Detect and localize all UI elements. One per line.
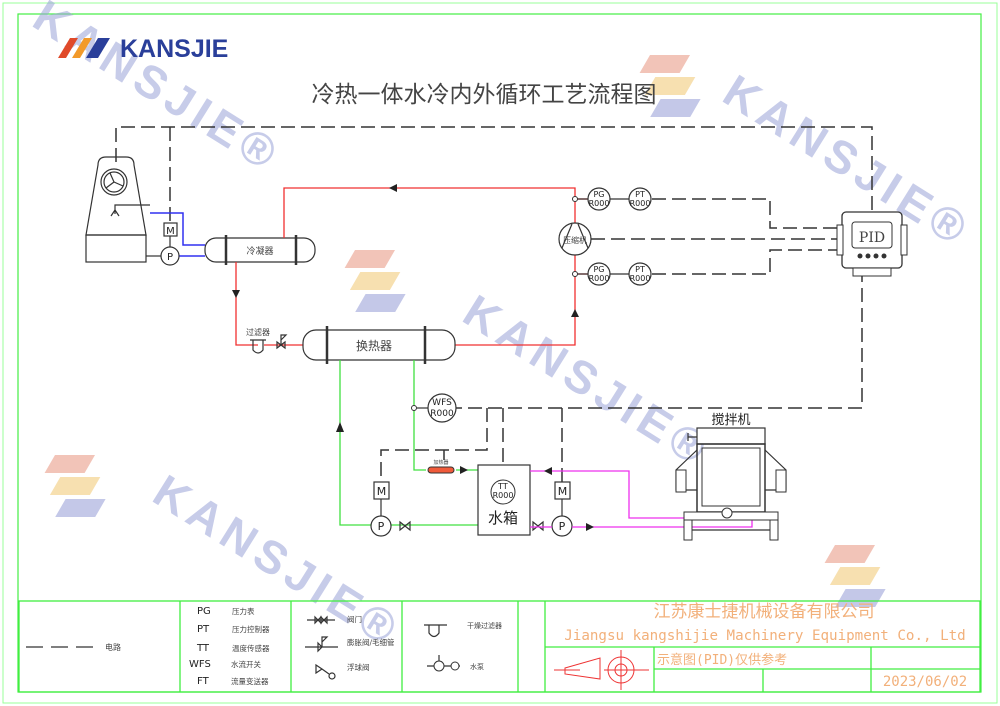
legend-code: TT: [196, 643, 210, 654]
legend-circuit-label: 电路: [105, 642, 121, 652]
instrument-tag: PG: [593, 190, 604, 199]
page-title: 冷热一体水冷内外循环工艺流程图: [312, 82, 657, 108]
compressor-label: 压缩机: [563, 235, 587, 245]
title-block: 江苏康士捷机械设备有限公司 Jiangsu kangshijie Machine…: [545, 602, 980, 692]
pump-label: P: [559, 520, 566, 533]
legend-table: 电路 PG 压力表 PT 压力控制器 TT 温度传感器 WFS 水流开关 FT …: [18, 600, 981, 693]
pump-label: P: [167, 252, 173, 263]
instrument-code: R000: [430, 409, 454, 419]
diagram-note: 示意图(PID)仅供参考: [657, 652, 787, 668]
drawing-date: 2023/06/02: [883, 674, 967, 690]
legend-desc: 温度传感器: [232, 643, 270, 653]
mixer-label: 搅拌机: [711, 412, 750, 428]
flow-arrow-icon: [460, 466, 468, 474]
company-logo: KANSJIE: [58, 35, 228, 63]
heat-exchanger-label: 换热器: [356, 339, 392, 353]
compressor: 压缩机: [558, 222, 592, 256]
instrument-code: R000: [589, 274, 610, 283]
instrument-tag: PT: [635, 265, 645, 274]
flow-arrow-icon: [389, 184, 397, 192]
legend-desc: 流量变送器: [231, 676, 269, 686]
float-valve-icon: [315, 663, 336, 680]
pg-gauge-bottom: PG R000: [572, 262, 611, 286]
expansion-valve-icon: [276, 334, 288, 350]
valve-icon: [307, 615, 335, 625]
legend-code: PT: [197, 624, 210, 635]
watermark-text: KANSJIE®: [145, 464, 411, 657]
instrument-tag: WFS: [432, 398, 452, 408]
water-lines: [336, 360, 478, 526]
legend-code: WFS: [189, 659, 211, 670]
watermark-text: KANSJIE®: [455, 284, 721, 477]
instrument-code: R000: [589, 199, 610, 208]
motor-label: M: [558, 485, 568, 498]
condenser-label: 冷凝器: [246, 245, 273, 257]
pump-legend-icon: [427, 655, 460, 672]
dry-filter-icon: [424, 624, 447, 638]
wfs-flow-switch: WFS R000: [411, 393, 457, 423]
instrument-code: R000: [630, 274, 651, 283]
legend-pump-label: 水泵: [470, 662, 484, 671]
flow-arrow-icon: [232, 290, 240, 298]
company-name-cn: 江苏康士捷机械设备有限公司: [654, 602, 875, 622]
flow-arrow-icon: [544, 467, 552, 475]
pump-label: P: [378, 520, 385, 533]
flow-arrow-icon: [336, 422, 344, 432]
watermark-text: KANSJIE®: [25, 0, 291, 183]
pump-1: M P: [370, 481, 392, 537]
pump-icon: [160, 246, 180, 266]
instrument-tag: PG: [593, 265, 604, 274]
instrument-tag: PT: [635, 190, 645, 199]
instrument-tag: TT: [497, 482, 508, 491]
motor-label: M: [377, 485, 387, 498]
cooling-tower: [85, 156, 150, 263]
pg-gauge-top: PG R000: [572, 187, 611, 211]
pid-label: PID: [859, 230, 885, 246]
pt-controller-bottom: PT R000: [628, 262, 652, 286]
flow-arrow-icon: [571, 309, 579, 317]
water-tank: TT R000 水箱: [477, 464, 531, 536]
heater-label: 加热器: [433, 459, 448, 466]
legend-desc: 压力控制器: [232, 624, 270, 634]
legend-code: PG: [197, 606, 211, 617]
heater: 加热器: [427, 459, 455, 474]
projection-symbol-icon: [554, 650, 649, 690]
valve-icon: [399, 520, 411, 532]
condenser: 冷凝器: [204, 235, 316, 265]
logo-text: KANSJIE: [120, 35, 228, 63]
filter-label: 过滤器: [246, 327, 270, 337]
legend-float-label: 浮球阀: [347, 662, 370, 672]
legend-code: FT: [197, 676, 210, 687]
legend-desc: 压力表: [232, 606, 255, 616]
company-name-en: Jiangsu kangshijie Machinery Equipment C…: [564, 628, 965, 644]
instrument-code: R000: [493, 491, 514, 500]
expansion-valve-icon: [305, 636, 338, 653]
legend-valve-label: 阀门: [347, 615, 362, 624]
pid-controller: PID: [836, 211, 908, 277]
fan-icon: [100, 168, 128, 196]
tank-label: 水箱: [488, 509, 518, 527]
heat-exchanger: 换热器: [302, 326, 456, 364]
legend-expansion-label: 膨胀阀/毛细管: [347, 637, 395, 647]
filter-icon: [250, 339, 266, 354]
motor-label: M: [166, 226, 175, 237]
mixer-machine: 搅拌机: [675, 412, 787, 541]
pt-controller-top: PT R000: [628, 187, 652, 211]
valve-icon: [532, 520, 544, 532]
legend-desc: 水流开关: [231, 659, 261, 669]
legend-dry-filter-label: 干燥过滤器: [467, 621, 502, 630]
instrument-code: R000: [630, 199, 651, 208]
pump-2: M P: [551, 481, 573, 537]
flow-arrow-icon: [586, 523, 594, 531]
